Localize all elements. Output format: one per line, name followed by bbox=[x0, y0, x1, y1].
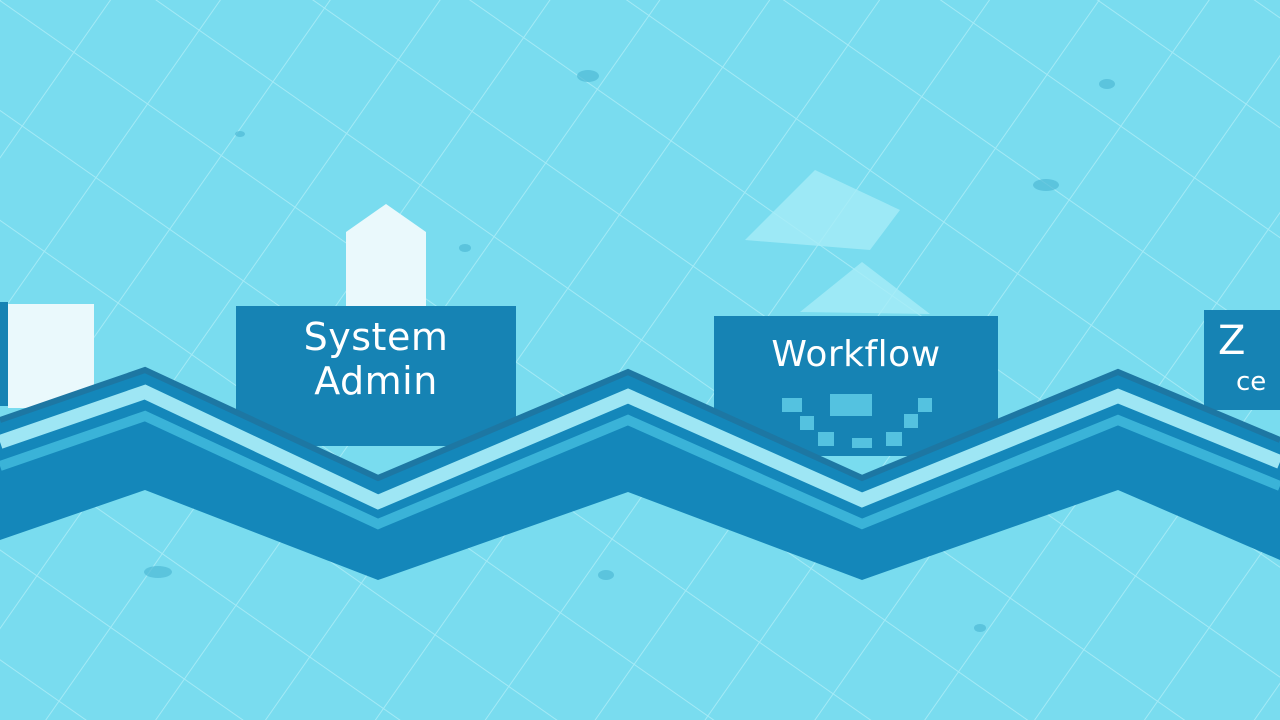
zigzag-bands bbox=[0, 366, 1280, 580]
background-specks bbox=[144, 70, 1115, 632]
workflow-line1: Workflow bbox=[771, 334, 941, 375]
system-admin-line2: Admin bbox=[314, 358, 438, 403]
system-admin-panel bbox=[236, 306, 516, 446]
right-partial-label-line1: Z bbox=[1218, 318, 1246, 364]
system-admin-line1: System bbox=[303, 315, 449, 359]
right-partial-panel bbox=[1204, 310, 1280, 410]
right-partial-label-line2: ce bbox=[1236, 367, 1267, 397]
workflow-label: Workflow bbox=[714, 334, 998, 375]
star-shape-lower bbox=[800, 262, 930, 314]
star-shape-upper bbox=[745, 170, 900, 250]
system-admin-label: System Admin bbox=[236, 315, 516, 403]
workflow-pixel-icon bbox=[782, 394, 932, 448]
up-arrow-shape bbox=[346, 204, 426, 308]
